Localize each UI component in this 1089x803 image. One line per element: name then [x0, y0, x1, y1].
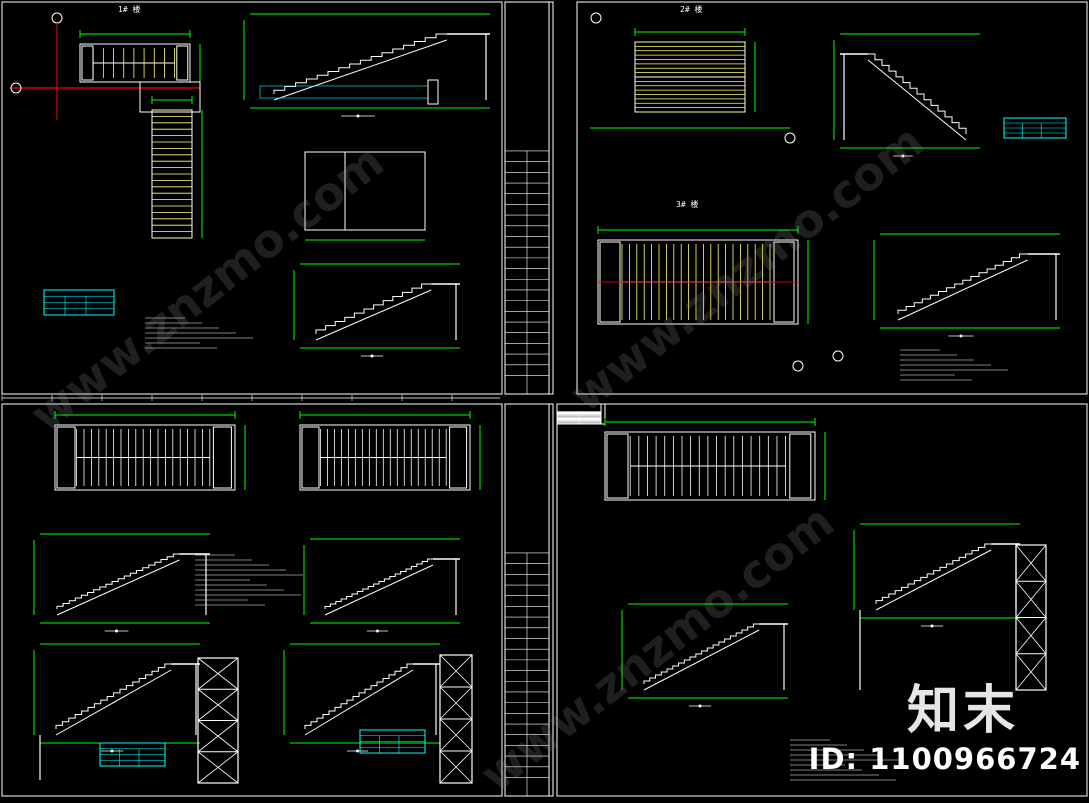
section-wall	[427, 79, 439, 105]
truss-brace	[1015, 653, 1047, 691]
title-block	[504, 1, 554, 395]
plan-landing	[56, 426, 76, 489]
section-soffit	[315, 289, 432, 341]
sheet-top-left	[1, 1, 554, 395]
stair-label-3: 3# 楼	[676, 199, 698, 209]
section-box	[304, 151, 426, 231]
plan-landing	[81, 45, 94, 81]
plan-outline	[54, 424, 236, 491]
section-steps	[273, 33, 447, 94]
axis-bubble	[10, 82, 22, 94]
section-soffit	[56, 559, 180, 616]
section-soffit	[324, 564, 434, 616]
truss-brace	[439, 750, 473, 784]
section-soffit	[273, 39, 447, 101]
truss-brace	[439, 654, 473, 688]
sheet-border	[576, 1, 1088, 395]
plan-landing	[139, 81, 201, 113]
truss-brace	[197, 751, 239, 784]
section-steps	[897, 253, 1028, 314]
section-soffit	[897, 259, 1028, 321]
section-soffit	[55, 669, 172, 736]
section-steps	[304, 663, 413, 729]
section-steps	[315, 283, 432, 334]
watermark-id: ID: 1100966724	[808, 742, 1081, 776]
section-soffit	[304, 669, 414, 736]
plan-landing	[606, 433, 629, 499]
section-steps	[324, 558, 433, 609]
axis-bubble	[590, 12, 602, 24]
sheet-bottom-left	[1, 395, 554, 797]
truss-brace	[439, 718, 473, 752]
plan-landing	[176, 45, 189, 81]
truss-brace	[439, 686, 473, 720]
sheet-border	[1, 403, 503, 797]
truss-brace	[197, 720, 239, 753]
plan-landing	[212, 426, 232, 489]
section-steps	[643, 623, 760, 684]
axis-bubble	[792, 360, 804, 372]
plan-outline	[79, 43, 191, 83]
section-steps	[55, 663, 172, 729]
truss-brace	[197, 688, 239, 721]
section-steps	[56, 553, 180, 609]
plan-landing	[301, 426, 320, 489]
axis-bubble	[832, 350, 844, 362]
sheet-bottom-right	[556, 403, 1088, 797]
section-steps	[875, 543, 992, 604]
sheet-top-right	[576, 1, 1088, 395]
section-soffit	[867, 59, 967, 141]
plan-outline	[604, 431, 816, 501]
plan-landing	[789, 433, 812, 499]
truss-brace	[1015, 580, 1047, 618]
section-steps	[868, 53, 967, 134]
section-soffit	[875, 549, 992, 611]
axis-bubble	[51, 12, 63, 24]
watermark-logo: 知末	[906, 681, 1019, 741]
plan-outline	[299, 424, 471, 491]
axis-bubble	[784, 132, 796, 144]
truss-brace	[197, 657, 239, 690]
sheet-border	[1, 1, 503, 395]
title-block	[504, 403, 554, 797]
plan-landing	[449, 426, 468, 489]
stair-label-2: 2# 楼	[680, 4, 702, 14]
truss-brace	[1015, 617, 1047, 655]
stair-label-1: 1# 楼	[118, 4, 140, 14]
section-soffit	[643, 629, 760, 691]
sheet-border	[556, 403, 1088, 797]
truss-brace	[1015, 544, 1047, 582]
